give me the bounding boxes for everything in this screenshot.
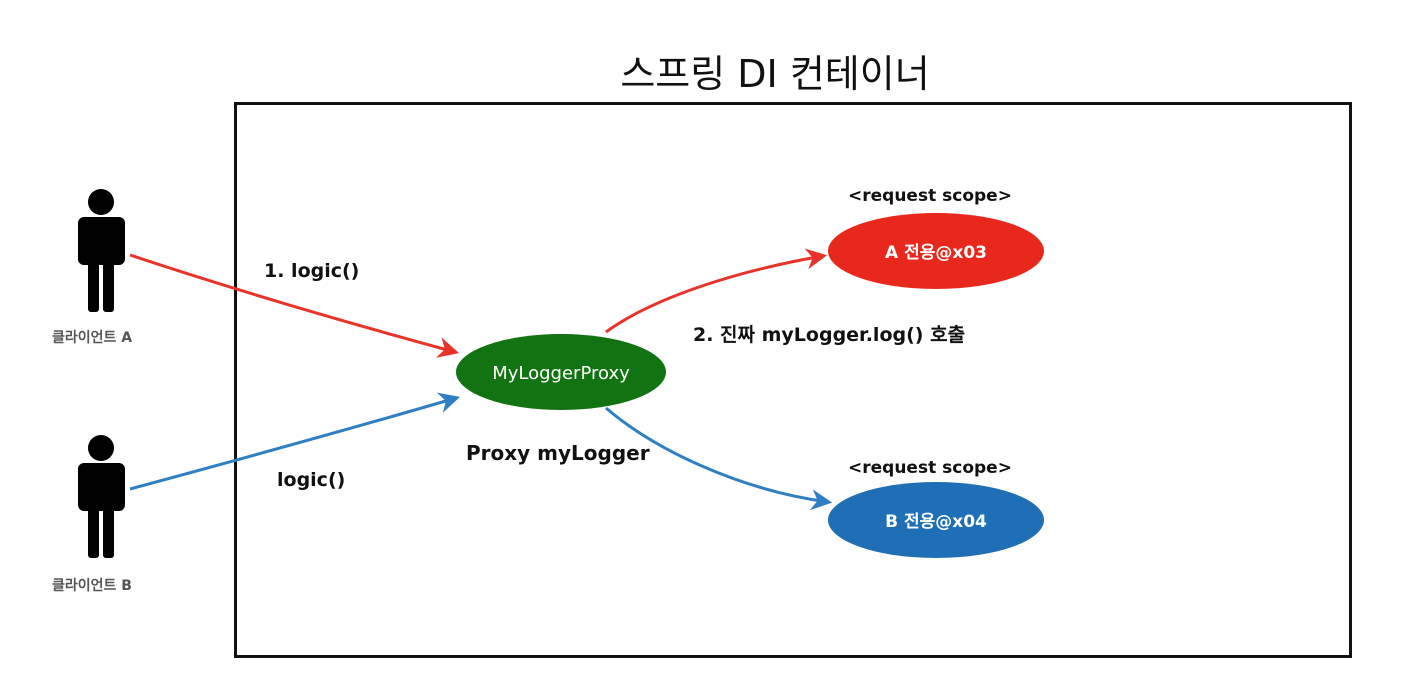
proxy-node-label: MyLoggerProxy [492,363,630,384]
arrow-client-a-to-proxy [129,253,460,358]
bean-a-node [828,213,1044,289]
call-label-b: logic() [277,469,346,491]
arrow-proxy-to-bean-b [605,406,833,511]
person-icon [78,435,125,558]
bean-a-label: A 전용@x03 [885,243,987,263]
arrow-proxy-to-bean-a [605,248,828,334]
person-icon [78,189,125,312]
bean-b-label: B 전용@x04 [885,512,987,532]
proxy-caption: Proxy myLogger [466,441,650,465]
scope-label-b: <request scope> [848,458,1012,478]
spring-di-container [234,102,1352,658]
arrow-client-b-to-proxy [129,392,461,491]
call-label-a: 1. logic() [264,260,360,282]
bean-b-node [828,482,1044,558]
client-a-label: 클라이언트 A [52,330,133,346]
call-label-real: 2. 진짜 myLogger.log() 호출 [693,324,966,346]
proxy-node [456,334,666,410]
scope-label-a: <request scope> [848,186,1012,206]
diagram-title: 스프링 DI 컨테이너 [620,52,930,96]
client-b-label: 클라이언트 B [52,578,132,594]
